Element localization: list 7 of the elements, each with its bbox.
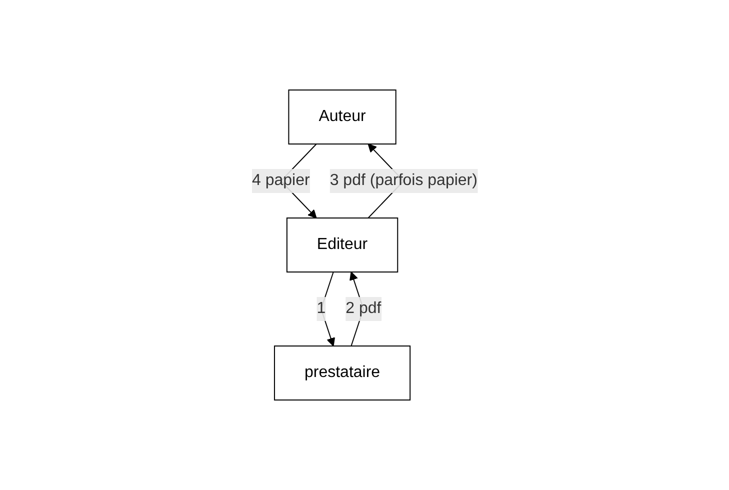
edge-label: 2 pdf <box>345 300 381 317</box>
edge-label: 3 pdf (parfois papier) <box>330 172 478 189</box>
node-box: Editeur <box>286 218 398 272</box>
node-box: Auteur <box>288 90 396 144</box>
node-box: prestataire <box>274 346 410 400</box>
edge-label: 4 papier <box>252 172 310 189</box>
edge-label: 1 <box>316 300 326 317</box>
